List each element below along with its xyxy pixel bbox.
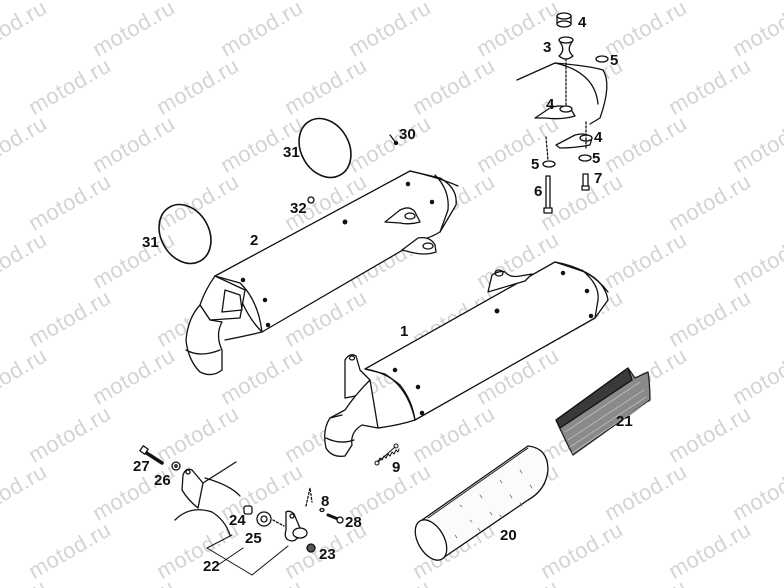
silencer-right [324, 261, 609, 457]
callout-22: 22 [203, 558, 220, 575]
callout-3: 3 [543, 39, 552, 56]
callout-4-upper: 4 [546, 96, 555, 113]
callout-32: 32 [290, 200, 307, 217]
callout-5-top: 5 [610, 52, 619, 69]
callout-21: 21 [616, 413, 633, 430]
silencer-left [185, 170, 459, 376]
packing-insert-part [414, 445, 549, 561]
callout-31-lower: 31 [142, 234, 159, 251]
callout-4-lower: 4 [594, 129, 603, 146]
o-ring-lower [158, 203, 212, 265]
callout-27: 27 [133, 458, 150, 475]
callout-31-upper: 31 [283, 144, 300, 161]
spring-part [374, 443, 400, 466]
clamp-assembly [139, 445, 344, 576]
callout-28: 28 [345, 514, 362, 531]
callout-8: 8 [321, 493, 330, 510]
callout-24: 24 [229, 512, 246, 529]
callout-1: 1 [400, 323, 409, 340]
callout-5-left: 5 [531, 156, 540, 173]
callout-26: 26 [154, 472, 171, 489]
callout-4-top: 4 [578, 14, 587, 31]
callout-2: 2 [250, 232, 259, 249]
callout-6: 6 [534, 183, 543, 200]
callout-7: 7 [594, 170, 603, 187]
callout-25: 25 [245, 530, 262, 547]
o-ring-upper [298, 117, 352, 179]
callout-5-right: 5 [592, 150, 601, 167]
callout-30: 30 [399, 126, 416, 143]
callout-9: 9 [392, 459, 401, 476]
fibre-wadding-part [555, 367, 651, 456]
callout-20: 20 [500, 527, 517, 544]
mount-assembly [516, 12, 609, 214]
rivet-part [389, 134, 399, 146]
nut-small-part [307, 196, 315, 204]
callout-23: 23 [319, 546, 336, 563]
